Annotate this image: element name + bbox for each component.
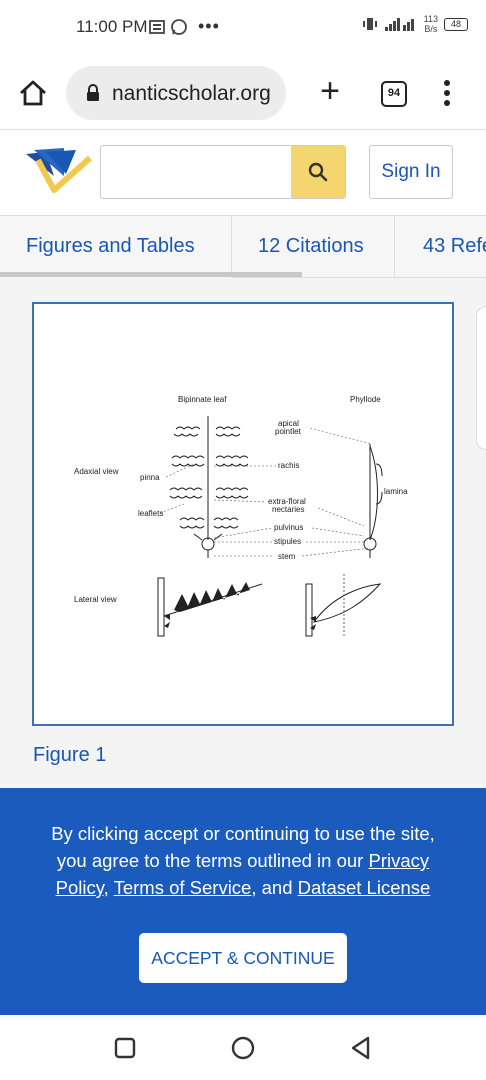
system-nav-bar	[0, 1015, 486, 1080]
overflow-menu-icon[interactable]	[440, 78, 454, 108]
address-bar[interactable]: nanticscholar.org	[66, 66, 286, 120]
terms-of-service-link[interactable]: Terms of Service	[113, 877, 252, 898]
sign-in-button[interactable]: Sign In	[369, 145, 453, 199]
label-rachis: rachis	[278, 461, 299, 470]
next-figure-card[interactable]	[476, 306, 486, 450]
label-lateral-view: Lateral view	[74, 595, 117, 604]
browser-toolbar: nanticscholar.org + 94	[0, 56, 486, 130]
label-pointlet: pointlet	[275, 427, 302, 436]
cookie-banner: By clicking accept or continuing to use …	[0, 788, 486, 1015]
network-speed: 113 B/s	[423, 14, 438, 34]
more-notifications-icon: •••	[198, 16, 220, 36]
accept-continue-button[interactable]: ACCEPT & CONTINUE	[139, 933, 347, 983]
lock-icon	[87, 84, 99, 101]
paper-tabs: Figures and Tables 12 Citations 43 Refer…	[0, 216, 486, 278]
label-nectaries: nectaries	[272, 505, 304, 514]
label-lamina: lamina	[384, 487, 408, 496]
search-input[interactable]	[100, 145, 346, 199]
label-stem: stem	[278, 552, 296, 561]
status-notification-icons: •••	[148, 16, 220, 37]
privacy-policy-link[interactable]: Privacy Policy	[55, 850, 430, 898]
label-phyllode: Phyllode	[350, 395, 381, 404]
figure-1-image: Bipinnate leaf Phyllode Adaxial view Lat…	[74, 395, 408, 637]
tab-citations[interactable]: 12 Citations	[231, 216, 394, 278]
dataset-license-link[interactable]: Dataset License	[297, 877, 431, 898]
tab-scroll-indicator	[0, 272, 302, 277]
label-stipules: stipules	[274, 537, 301, 546]
new-tab-button[interactable]: +	[320, 72, 340, 110]
figure-caption[interactable]: Figure 1	[33, 744, 107, 766]
tab-figures-and-tables[interactable]: Figures and Tables	[0, 216, 231, 278]
vibrate-icon	[362, 18, 377, 30]
back-nav-icon[interactable]	[348, 1035, 374, 1061]
battery-icon: 48	[444, 17, 468, 31]
url-text: nanticscholar.org	[112, 82, 271, 105]
label-bipinnate-leaf: Bipinnate leaf	[178, 395, 227, 404]
semantic-scholar-logo[interactable]	[24, 146, 92, 198]
tab-switcher-button[interactable]: 94	[381, 81, 407, 107]
tab-references[interactable]: 43 References	[394, 216, 486, 278]
label-leaflets: leaflets	[138, 509, 163, 518]
signal-icon	[384, 18, 414, 31]
status-bar: 11:00 PM ••• 113 B/s 48	[0, 0, 486, 56]
recent-apps-icon[interactable]	[112, 1035, 138, 1061]
whatsapp-icon	[171, 18, 187, 35]
status-system-icons: 113 B/s 48	[362, 14, 468, 34]
gallery-icon	[149, 19, 165, 34]
site-header: Sign In	[0, 130, 486, 216]
figures-section: Bipinnate leaf Phyllode Adaxial view Lat…	[0, 278, 486, 788]
label-apical: apical	[278, 419, 299, 428]
figure-card[interactable]: Bipinnate leaf Phyllode Adaxial view Lat…	[32, 302, 454, 726]
cookie-message: By clicking accept or continuing to use …	[51, 823, 435, 898]
label-pulvinus: pulvinus	[274, 523, 303, 532]
home-icon[interactable]	[18, 78, 48, 108]
label-extra-floral: extra-floral	[268, 497, 306, 506]
home-nav-icon[interactable]	[230, 1035, 256, 1061]
search-icon	[308, 162, 328, 182]
label-adaxial-view: Adaxial view	[74, 467, 119, 476]
label-pinna: pinna	[140, 473, 160, 482]
search-button[interactable]	[291, 146, 345, 198]
status-time: 11:00 PM	[76, 17, 148, 36]
